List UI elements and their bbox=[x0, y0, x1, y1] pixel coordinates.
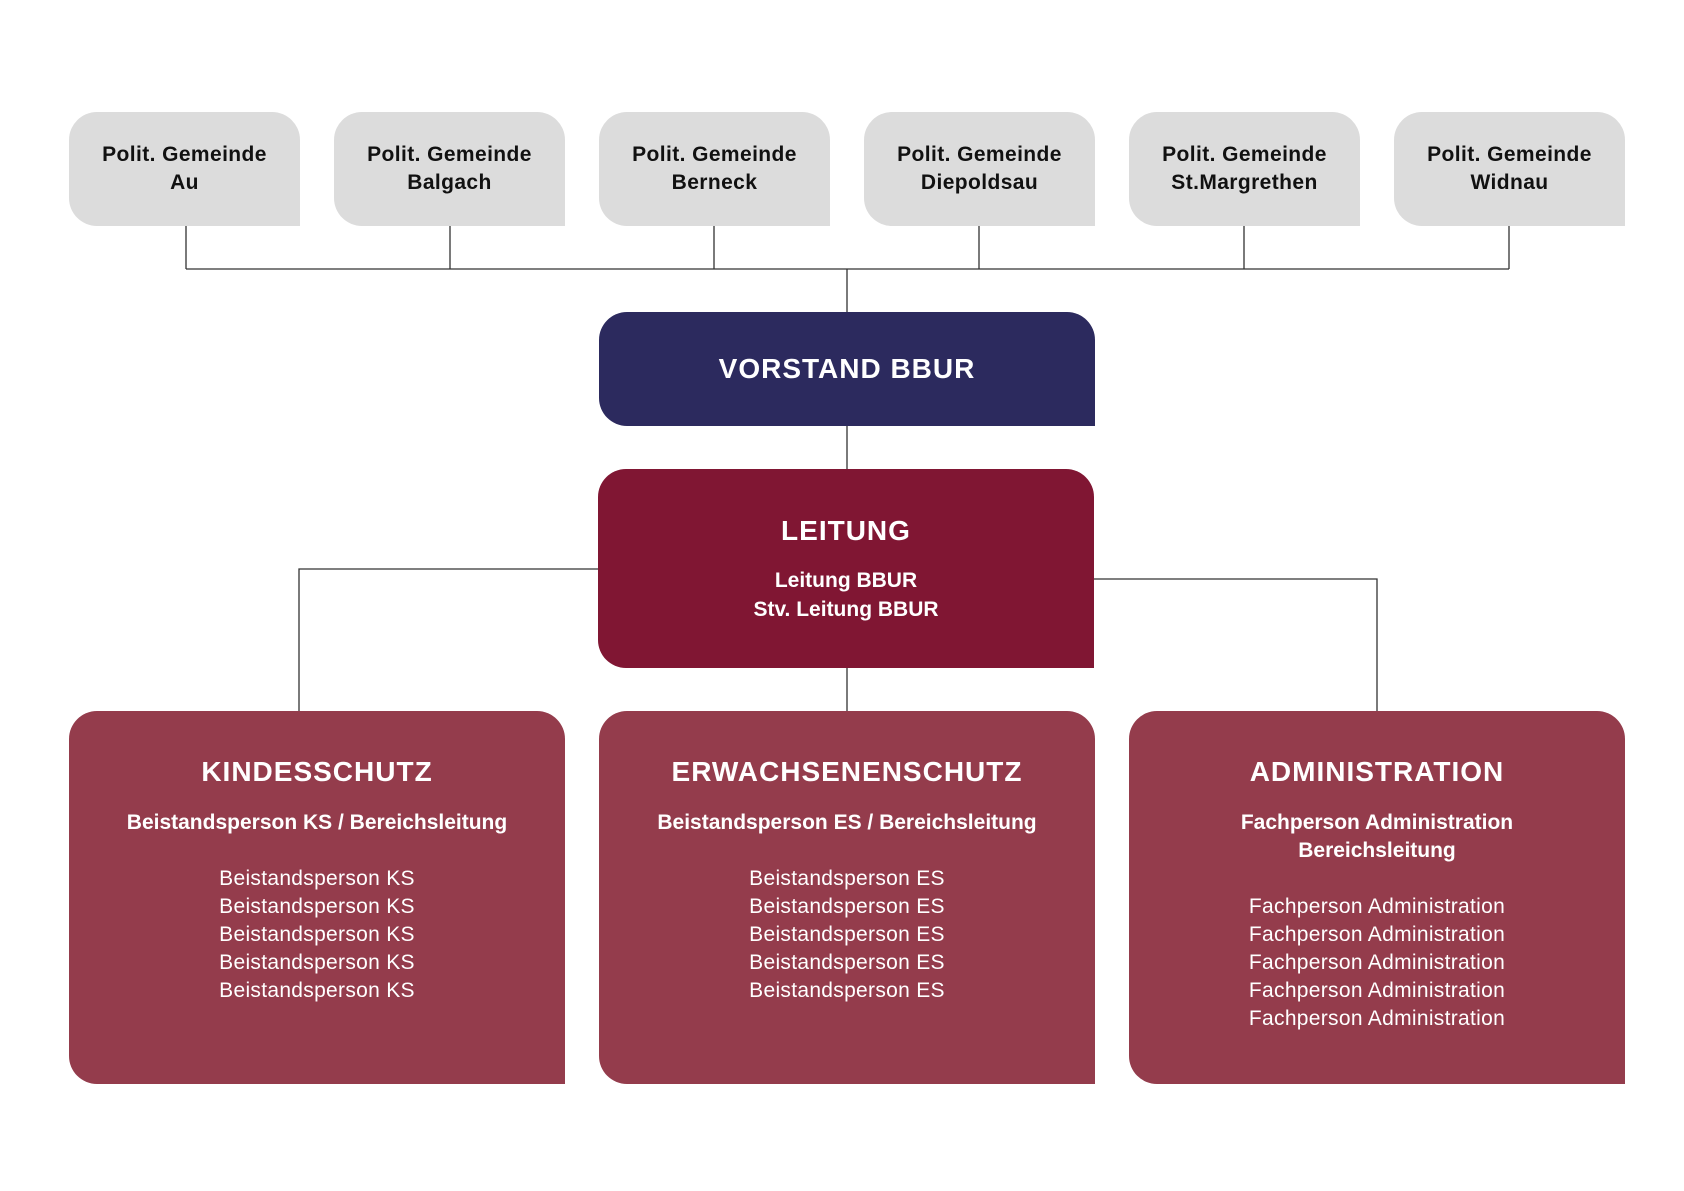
department-member: Beistandsperson ES bbox=[749, 951, 945, 974]
gemeinde-name: Berneck bbox=[671, 171, 758, 194]
gemeinde-name: Au bbox=[170, 171, 199, 194]
department-member: Beistandsperson KS bbox=[219, 951, 415, 974]
department-administration: ADMINISTRATION Fachperson Administration… bbox=[1129, 711, 1625, 1084]
gemeinde-box-au: Polit. Gemeinde Au bbox=[69, 112, 300, 226]
department-members: Beistandsperson ES Beistandsperson ES Be… bbox=[749, 865, 945, 1005]
department-members: Beistandsperson KS Beistandsperson KS Be… bbox=[219, 865, 415, 1005]
department-member: Beistandsperson KS bbox=[219, 923, 415, 946]
leitung-box: LEITUNG Leitung BBUR Stv. Leitung BBUR bbox=[598, 469, 1094, 668]
department-head: Bereichsleitung bbox=[1298, 839, 1456, 862]
department-head: Fachperson Administration bbox=[1240, 811, 1514, 834]
gemeinde-box-balgach: Polit. Gemeinde Balgach bbox=[334, 112, 565, 226]
department-member: Fachperson Administration bbox=[1248, 979, 1506, 1002]
gemeinde-name: Widnau bbox=[1470, 171, 1549, 194]
gemeinde-name: St.Margrethen bbox=[1171, 171, 1318, 194]
department-member: Fachperson Administration bbox=[1248, 951, 1506, 974]
department-title: KINDESSCHUTZ bbox=[201, 756, 433, 787]
gemeinde-label: Polit. Gemeinde bbox=[897, 143, 1062, 166]
department-title: ADMINISTRATION bbox=[1249, 756, 1505, 787]
department-kindesschutz: KINDESSCHUTZ Beistandsperson KS / Bereic… bbox=[69, 711, 565, 1084]
department-member: Fachperson Administration bbox=[1248, 1007, 1506, 1030]
gemeinde-box-widnau: Polit. Gemeinde Widnau bbox=[1394, 112, 1625, 226]
gemeinde-box-berneck: Polit. Gemeinde Berneck bbox=[599, 112, 830, 226]
leitung-member: Stv. Leitung BBUR bbox=[753, 598, 939, 621]
gemeinde-label: Polit. Gemeinde bbox=[1427, 143, 1592, 166]
gemeinde-name: Diepoldsau bbox=[920, 171, 1039, 194]
leitung-member: Leitung BBUR bbox=[774, 569, 918, 592]
gemeinde-label: Polit. Gemeinde bbox=[632, 143, 797, 166]
department-member: Beistandsperson ES bbox=[749, 867, 945, 890]
department-member: Fachperson Administration bbox=[1248, 923, 1506, 946]
department-head: Beistandsperson ES / Bereichsleitung bbox=[657, 811, 1037, 834]
department-head: Beistandsperson KS / Bereichsleitung bbox=[126, 811, 508, 834]
gemeinde-box-st-margrethen: Polit. Gemeinde St.Margrethen bbox=[1129, 112, 1360, 226]
leitung-title: LEITUNG bbox=[781, 515, 911, 546]
department-members: Fachperson Administration Fachperson Adm… bbox=[1249, 893, 1505, 1033]
department-member: Fachperson Administration bbox=[1248, 895, 1506, 918]
vorstand-title: VORSTAND BBUR bbox=[718, 353, 976, 384]
department-member: Beistandsperson ES bbox=[749, 979, 945, 1002]
department-title: ERWACHSENENSCHUTZ bbox=[671, 756, 1023, 787]
department-member: Beistandsperson KS bbox=[219, 979, 415, 1002]
department-member: Beistandsperson ES bbox=[749, 923, 945, 946]
department-member: Beistandsperson ES bbox=[749, 895, 945, 918]
gemeinde-name: Balgach bbox=[407, 171, 492, 194]
gemeinde-label: Polit. Gemeinde bbox=[367, 143, 532, 166]
gemeinde-label: Polit. Gemeinde bbox=[102, 143, 267, 166]
department-member: Beistandsperson KS bbox=[219, 895, 415, 918]
department-member: Beistandsperson KS bbox=[219, 867, 415, 890]
gemeinde-label: Polit. Gemeinde bbox=[1162, 143, 1327, 166]
gemeinde-box-diepoldsau: Polit. Gemeinde Diepoldsau bbox=[864, 112, 1095, 226]
department-erwachsenenschutz: ERWACHSENENSCHUTZ Beistandsperson ES / B… bbox=[599, 711, 1095, 1084]
vorstand-box: VORSTAND BBUR bbox=[599, 312, 1095, 426]
